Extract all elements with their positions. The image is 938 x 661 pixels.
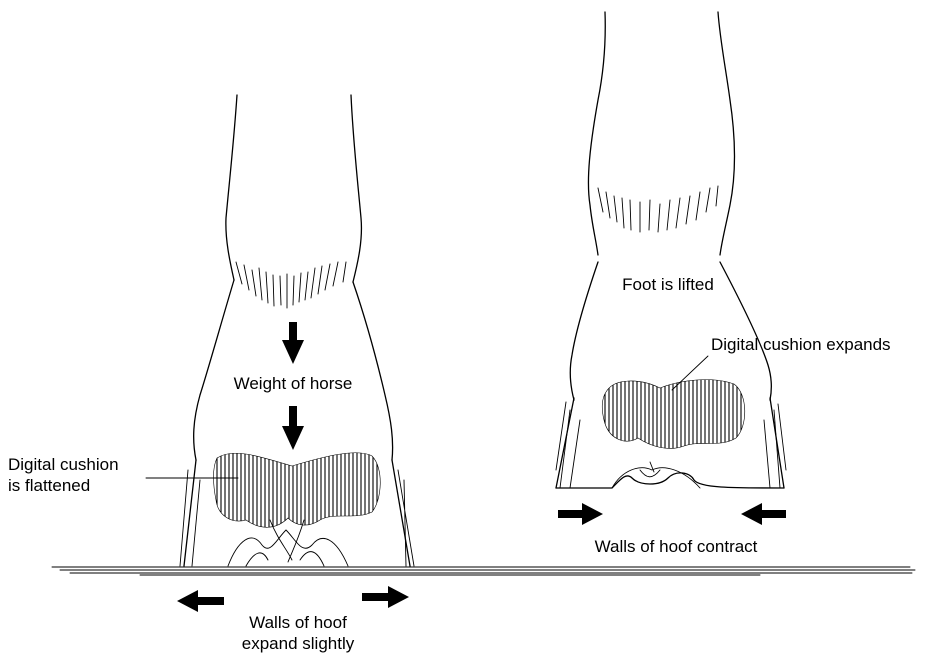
coronet-hair [236,262,346,308]
weight-bearing-hoof [146,95,414,566]
contract-arrow-right [741,503,786,525]
walls-contract-label: Walls of hoof contract [595,537,758,556]
walls-expand-label-line1: Walls of hoof [249,613,347,632]
flattened-digital-cushion [214,453,381,528]
coronet-hair-lifted [598,186,718,232]
weight-label: Weight of horse [234,374,353,393]
contract-arrow-left [558,503,603,525]
expanded-digital-cushion [602,380,745,449]
cushion-flattened-label-line2: is flattened [8,476,90,495]
walls-expand-label-line2: expand slightly [242,634,355,653]
foot-lifted-label: Foot is lifted [622,275,714,294]
weight-arrow-upper [282,322,304,364]
cushion-flattened-label-line1: Digital cushion [8,455,119,474]
lifted-hoof [556,12,786,488]
weight-arrow-lower [282,406,304,450]
cushion-expands-label: Digital cushion expands [711,335,891,354]
ground-line [52,567,915,575]
expand-arrow-right [362,586,409,608]
expand-arrow-left [177,590,224,612]
